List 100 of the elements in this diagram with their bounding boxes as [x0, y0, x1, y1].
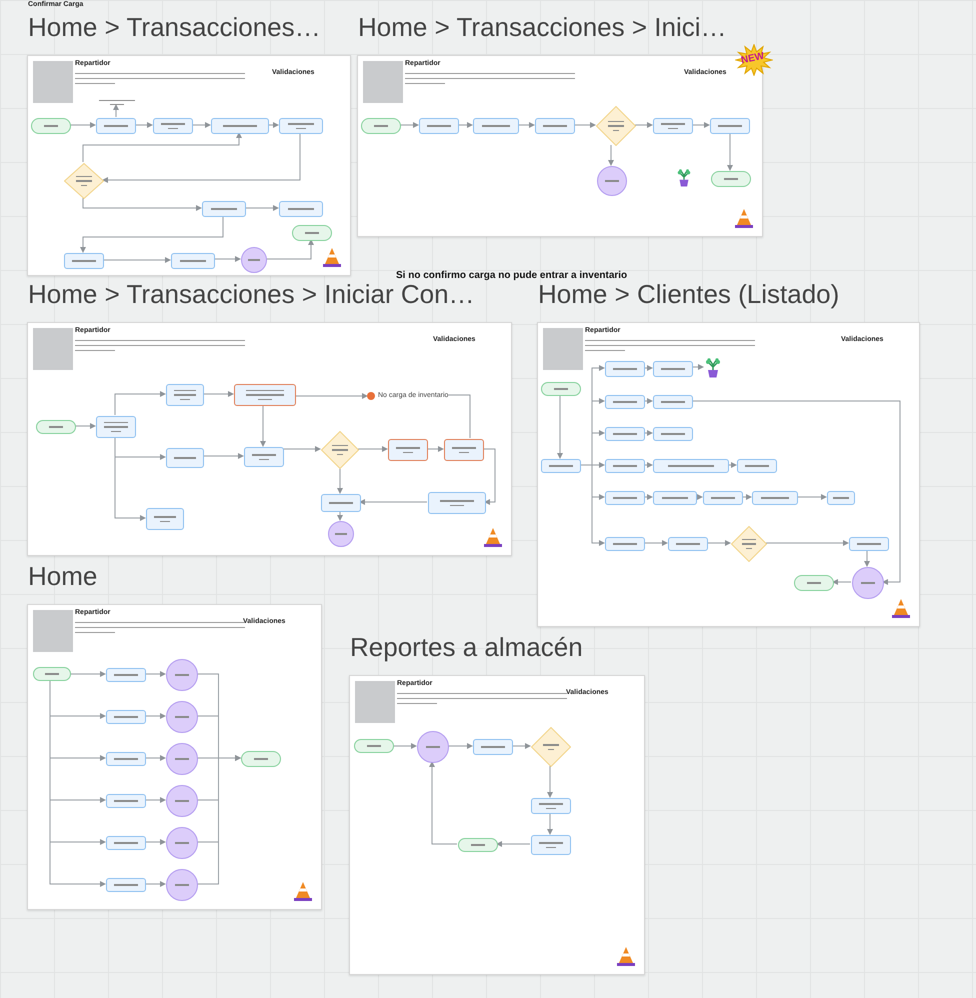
- connector-circle: [166, 827, 198, 859]
- process-box: [541, 459, 581, 473]
- process-box: [653, 118, 693, 134]
- terminal-pill: [354, 739, 394, 753]
- process-box: [96, 118, 136, 134]
- arrow: [692, 122, 710, 128]
- frame-title: Home > Transacciones > Inici…: [358, 12, 726, 42]
- arrow: [832, 579, 852, 585]
- arrow: [113, 104, 119, 118]
- process-box: [64, 253, 104, 269]
- arrow: [547, 812, 553, 835]
- arrow: [144, 797, 166, 803]
- process-box: [473, 118, 519, 134]
- arrow: [634, 122, 653, 128]
- process-box: [605, 491, 645, 505]
- connector-circle: [166, 743, 198, 775]
- arrow: [392, 743, 417, 749]
- arrow: [134, 122, 153, 128]
- process-box: [653, 459, 729, 473]
- process-box: [153, 118, 193, 134]
- process-box: [605, 395, 645, 409]
- decision-diamond: [321, 431, 359, 469]
- process-box: [419, 118, 459, 134]
- arrow: [102, 257, 171, 263]
- arrow: [742, 494, 752, 500]
- arrow: [196, 755, 241, 884]
- arrow: [114, 436, 146, 521]
- process-box: [244, 447, 284, 467]
- process-box: [96, 416, 136, 438]
- arrow: [70, 671, 106, 677]
- connector-circle: [166, 659, 198, 691]
- decision-diamond: [64, 163, 104, 199]
- connector-circle: [166, 701, 198, 733]
- arrow: [192, 122, 211, 128]
- connector-circle: [166, 869, 198, 901]
- process-box: [605, 427, 645, 441]
- terminal-pill: [711, 171, 751, 187]
- decision-diamond: [531, 727, 571, 767]
- arrow: [70, 122, 96, 128]
- arrow: [260, 404, 266, 447]
- arrow: [426, 446, 444, 452]
- process-box: [106, 752, 146, 766]
- note-text: Si no confirmo carga no pude entrar a inventario: [396, 270, 628, 281]
- arrow: [244, 205, 279, 211]
- arrow: [337, 510, 343, 521]
- process-box: [737, 459, 777, 473]
- process-box: [388, 439, 428, 461]
- connector-circle: [597, 166, 627, 196]
- connector-circle: [241, 247, 267, 273]
- decision-diamond: [731, 526, 767, 562]
- process-box: [849, 537, 889, 551]
- arrow: [214, 256, 241, 262]
- frame-title: Reportes a almacén: [350, 632, 583, 662]
- arrow: [644, 540, 668, 546]
- arrow: [547, 766, 553, 798]
- process-box: [653, 491, 697, 505]
- arrow: [294, 393, 368, 399]
- arrow: [644, 398, 653, 404]
- arrow: [202, 453, 244, 459]
- terminal-pill: [541, 382, 581, 396]
- arrow: [359, 499, 428, 505]
- arrow: [144, 755, 166, 761]
- frame-title: Home: [28, 561, 98, 591]
- process-box: [535, 118, 575, 134]
- arrow: [266, 239, 314, 260]
- arrow: [864, 550, 870, 567]
- frame-title: Home > Transacciones > Iniciar Con…: [28, 279, 475, 309]
- arrow: [282, 446, 321, 452]
- arrow: [644, 462, 653, 468]
- terminal-pill: [292, 225, 332, 241]
- arrow: [706, 540, 731, 546]
- arrow: [644, 494, 653, 500]
- process-box: [703, 491, 743, 505]
- terminal-pill: [241, 751, 281, 767]
- arrow: [114, 391, 166, 416]
- arrow: [727, 132, 733, 171]
- arrow: [358, 446, 388, 452]
- process-box: [653, 395, 693, 409]
- arrow: [80, 216, 224, 253]
- arrow: [796, 494, 827, 500]
- process-box: [605, 361, 645, 377]
- potted-plant-icon: [704, 358, 722, 378]
- process-box: [473, 739, 513, 755]
- terminal-pill: [31, 118, 71, 134]
- process-box: [605, 537, 645, 551]
- process-box: [531, 798, 571, 814]
- process-box: [166, 384, 204, 406]
- frame-title: Home > Transacciones…: [28, 12, 321, 42]
- arrow: [512, 743, 531, 749]
- arrow: [518, 122, 535, 128]
- process-box: [827, 491, 855, 505]
- arrow: [644, 430, 653, 436]
- terminal-pill: [361, 118, 401, 134]
- process-box: [531, 835, 571, 855]
- process-box: [234, 384, 296, 406]
- connector-circle: [328, 521, 354, 547]
- arrow: [692, 400, 900, 585]
- arrow: [574, 122, 596, 128]
- process-box: [279, 118, 323, 134]
- connector-circle: [852, 567, 884, 599]
